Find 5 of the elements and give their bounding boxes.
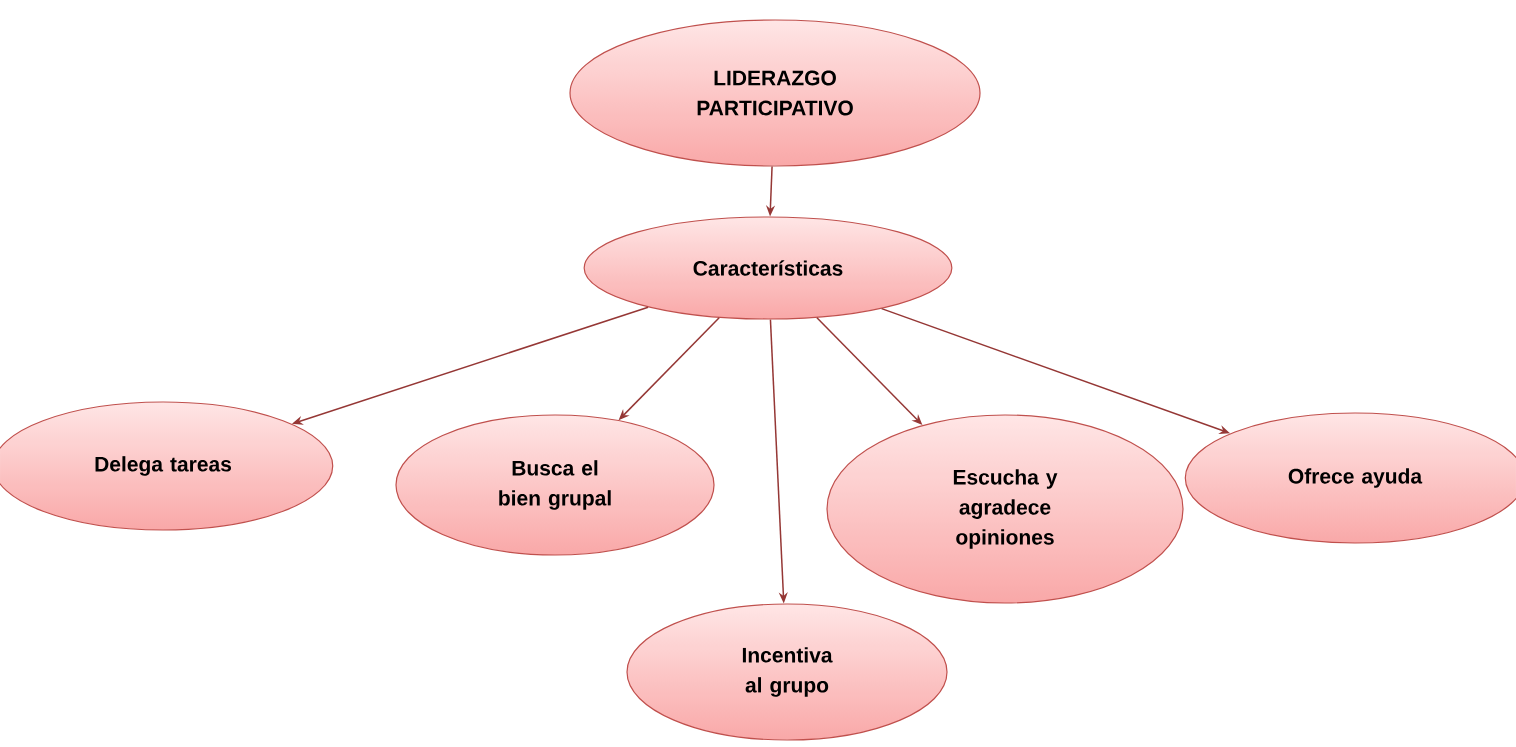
- ellipse-node: Escucha y agradece opiniones: [826, 414, 1184, 604]
- ellipse-node: Incentiva al grupo: [626, 603, 948, 741]
- ellipse-node: LIDERAZGO PARTICIPATIVO: [569, 19, 981, 167]
- ellipse-node: Características: [583, 216, 953, 320]
- ellipse-node: Busca el bien grupal: [395, 414, 715, 556]
